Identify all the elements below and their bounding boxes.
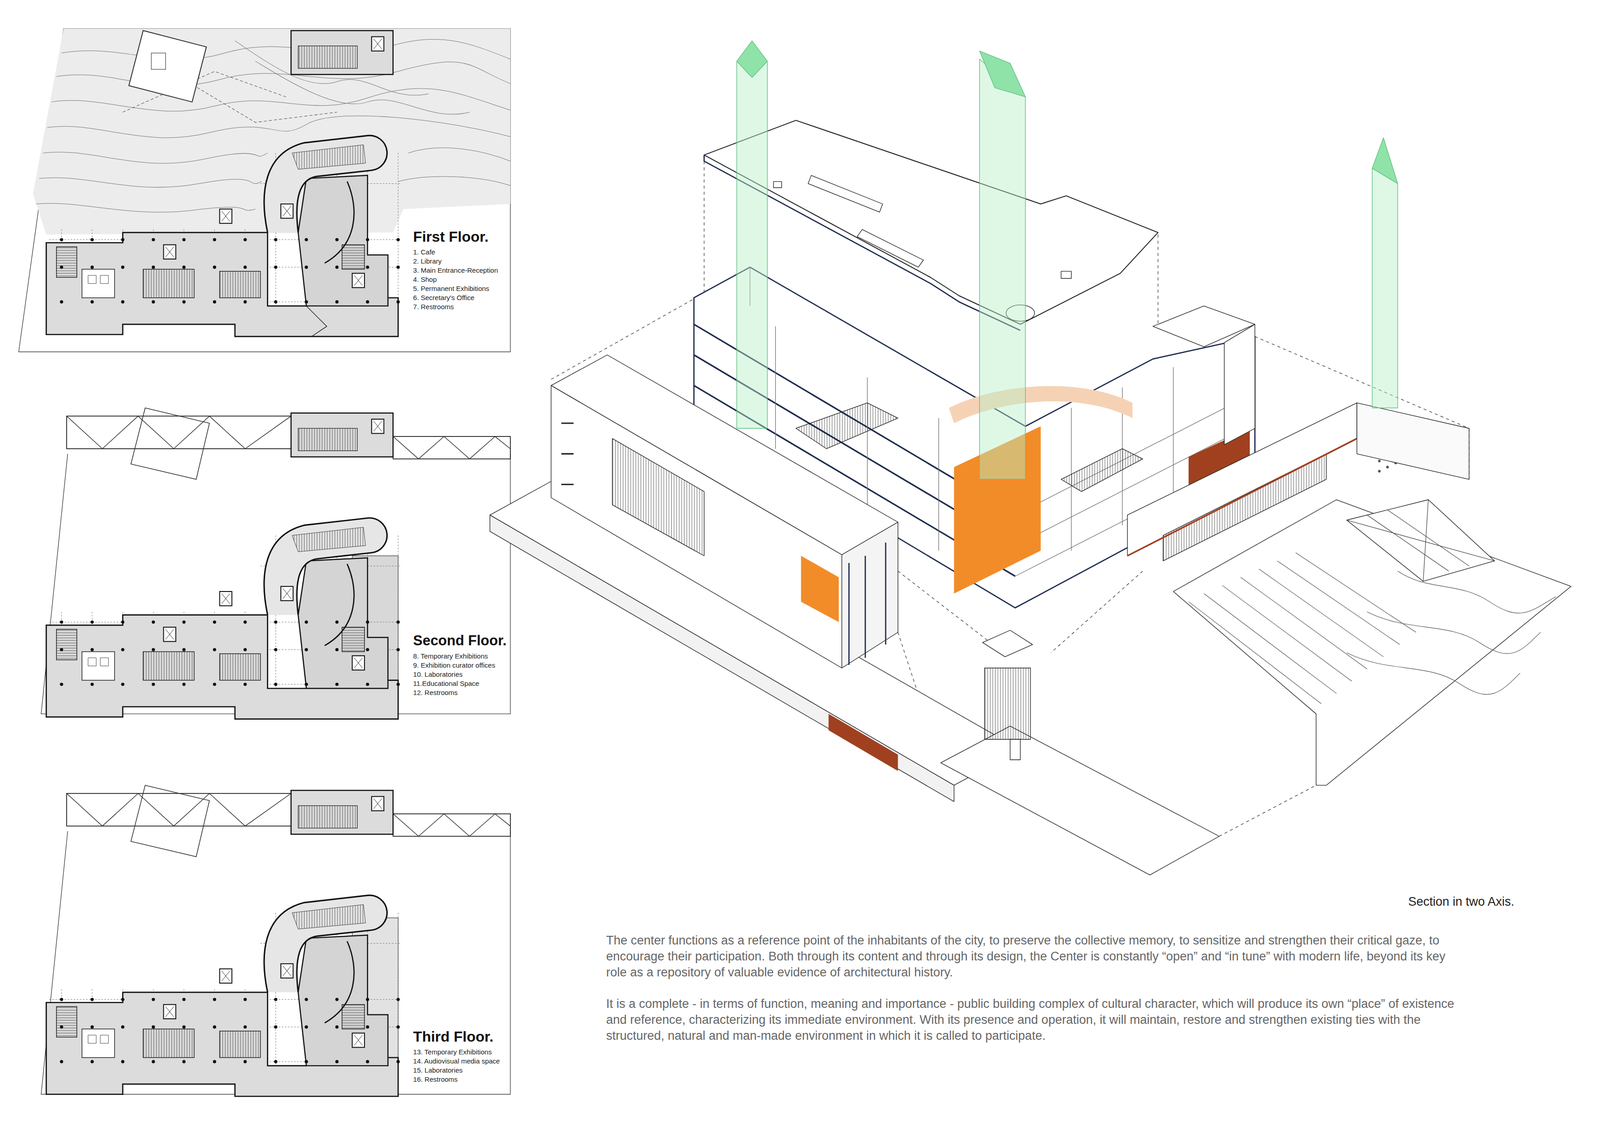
- drawing-part: [612, 438, 705, 556]
- drawing-part: [940, 726, 1220, 875]
- drawing-part: [1377, 469, 1381, 473]
- drawing-part: [979, 59, 1026, 480]
- description-paragraph: The center functions as a reference poin…: [606, 932, 1469, 981]
- drawing-part: [130, 785, 210, 858]
- room-legend-item: 10. Laboratories: [412, 670, 464, 679]
- drawing-part: [979, 51, 1026, 98]
- drawing-part: [795, 402, 899, 449]
- room-legend-item: 6. Secretary's Office: [412, 293, 476, 302]
- drawing-part: [151, 52, 166, 70]
- drawing-part: [841, 522, 899, 669]
- drawing-part: [857, 229, 924, 268]
- plan-title: First Floor.: [412, 228, 490, 245]
- drawing-part: [56, 62, 511, 86]
- room-legend-item: 5. Permanent Exhibitions: [412, 284, 491, 293]
- drawing-part: [46, 413, 400, 720]
- drawing-part: [773, 181, 782, 188]
- first-floor-plan: [18, 28, 511, 353]
- room-legend-item: 12. Restrooms: [412, 688, 459, 697]
- drawing-part: [736, 61, 768, 429]
- drawing-part: [1386, 465, 1389, 469]
- floor-plan-panel: Second Floor.8. Temporary Exhibitions9. …: [40, 408, 510, 715]
- drawing-part: [1060, 271, 1071, 279]
- room-legend-item: 2. Library: [412, 256, 443, 266]
- drawing-part: [848, 542, 886, 665]
- room-legend-item: 3. Main Entrance-Reception: [412, 265, 499, 275]
- drawing-part: [550, 385, 842, 668]
- drawing-part: [982, 630, 1033, 657]
- drawing-part: [828, 713, 899, 771]
- drawing-part: [1372, 168, 1398, 409]
- drawing-part: [1010, 739, 1021, 760]
- drawing-part: [393, 814, 511, 837]
- drawing-part: [800, 555, 839, 623]
- room-legend-item: 16. Restrooms: [412, 1075, 459, 1084]
- second-floor-plan: [41, 407, 511, 719]
- drawing-part: [704, 120, 1159, 325]
- plan-title: Second Floor.: [412, 632, 508, 650]
- drawing-part: [129, 30, 207, 103]
- drawing-part: [18, 28, 511, 353]
- room-legend-item: 4. Shop: [412, 275, 438, 284]
- drawing-part: [1377, 459, 1381, 463]
- drawing-part: [561, 423, 574, 485]
- drawing-part: [306, 306, 328, 337]
- drawing-part: [47, 115, 511, 138]
- axonometric-section: [489, 40, 1571, 875]
- drawing-part: [1346, 499, 1495, 582]
- room-legend-item: 15. Laboratories: [412, 1065, 464, 1075]
- third-floor-plan: [41, 785, 511, 1097]
- section-caption: Section in two Axis.: [1407, 894, 1515, 910]
- room-legend-item: 8. Temporary Exhibitions: [412, 651, 489, 661]
- floor-plan-panel: Third Floor. 13. Temporary Exhibitions14.…: [40, 785, 510, 1096]
- drawing-part: [61, 39, 511, 60]
- drawing-part: [46, 790, 400, 1097]
- room-legend-item: 14. Audiovisual media space: [412, 1056, 501, 1066]
- drawing-part: [66, 793, 511, 837]
- drawing-part: [948, 386, 1133, 424]
- drawing-part: [46, 30, 400, 337]
- drawing-part: [984, 668, 1031, 740]
- drawing-part: [736, 40, 1398, 480]
- drawing-part: [1060, 448, 1143, 492]
- description-paragraph: It is a complete - in terms of function,…: [606, 996, 1469, 1045]
- drawing-part: [736, 40, 768, 78]
- drawing-part: [1188, 552, 1556, 704]
- room-legend-item: 11.Educational Space: [412, 679, 481, 688]
- drawing-part: [1224, 324, 1255, 445]
- room-legend-item: 9. Exhibition curator offices: [412, 660, 497, 670]
- plan-title: Third Floor.: [412, 1028, 495, 1045]
- drawing-part: [393, 436, 511, 459]
- room-legend-item: 7. Restrooms: [412, 302, 455, 312]
- drawing-part: [1356, 402, 1470, 480]
- drawing-part: [808, 175, 883, 213]
- room-legend-item: 1. Cafe: [412, 247, 437, 257]
- floor-plan-panel: First Floor. 1. Cafe2. Library3. Main Ent…: [18, 28, 510, 353]
- drawing-part: [130, 407, 210, 480]
- drawing-part: [1346, 499, 1495, 582]
- room-legend-item: 13. Temporary Exhibitions: [412, 1047, 493, 1057]
- drawing-part: [51, 88, 511, 112]
- drawing-part: [1173, 499, 1571, 786]
- drawing-part: [1372, 137, 1398, 184]
- drawing-part: [66, 415, 511, 459]
